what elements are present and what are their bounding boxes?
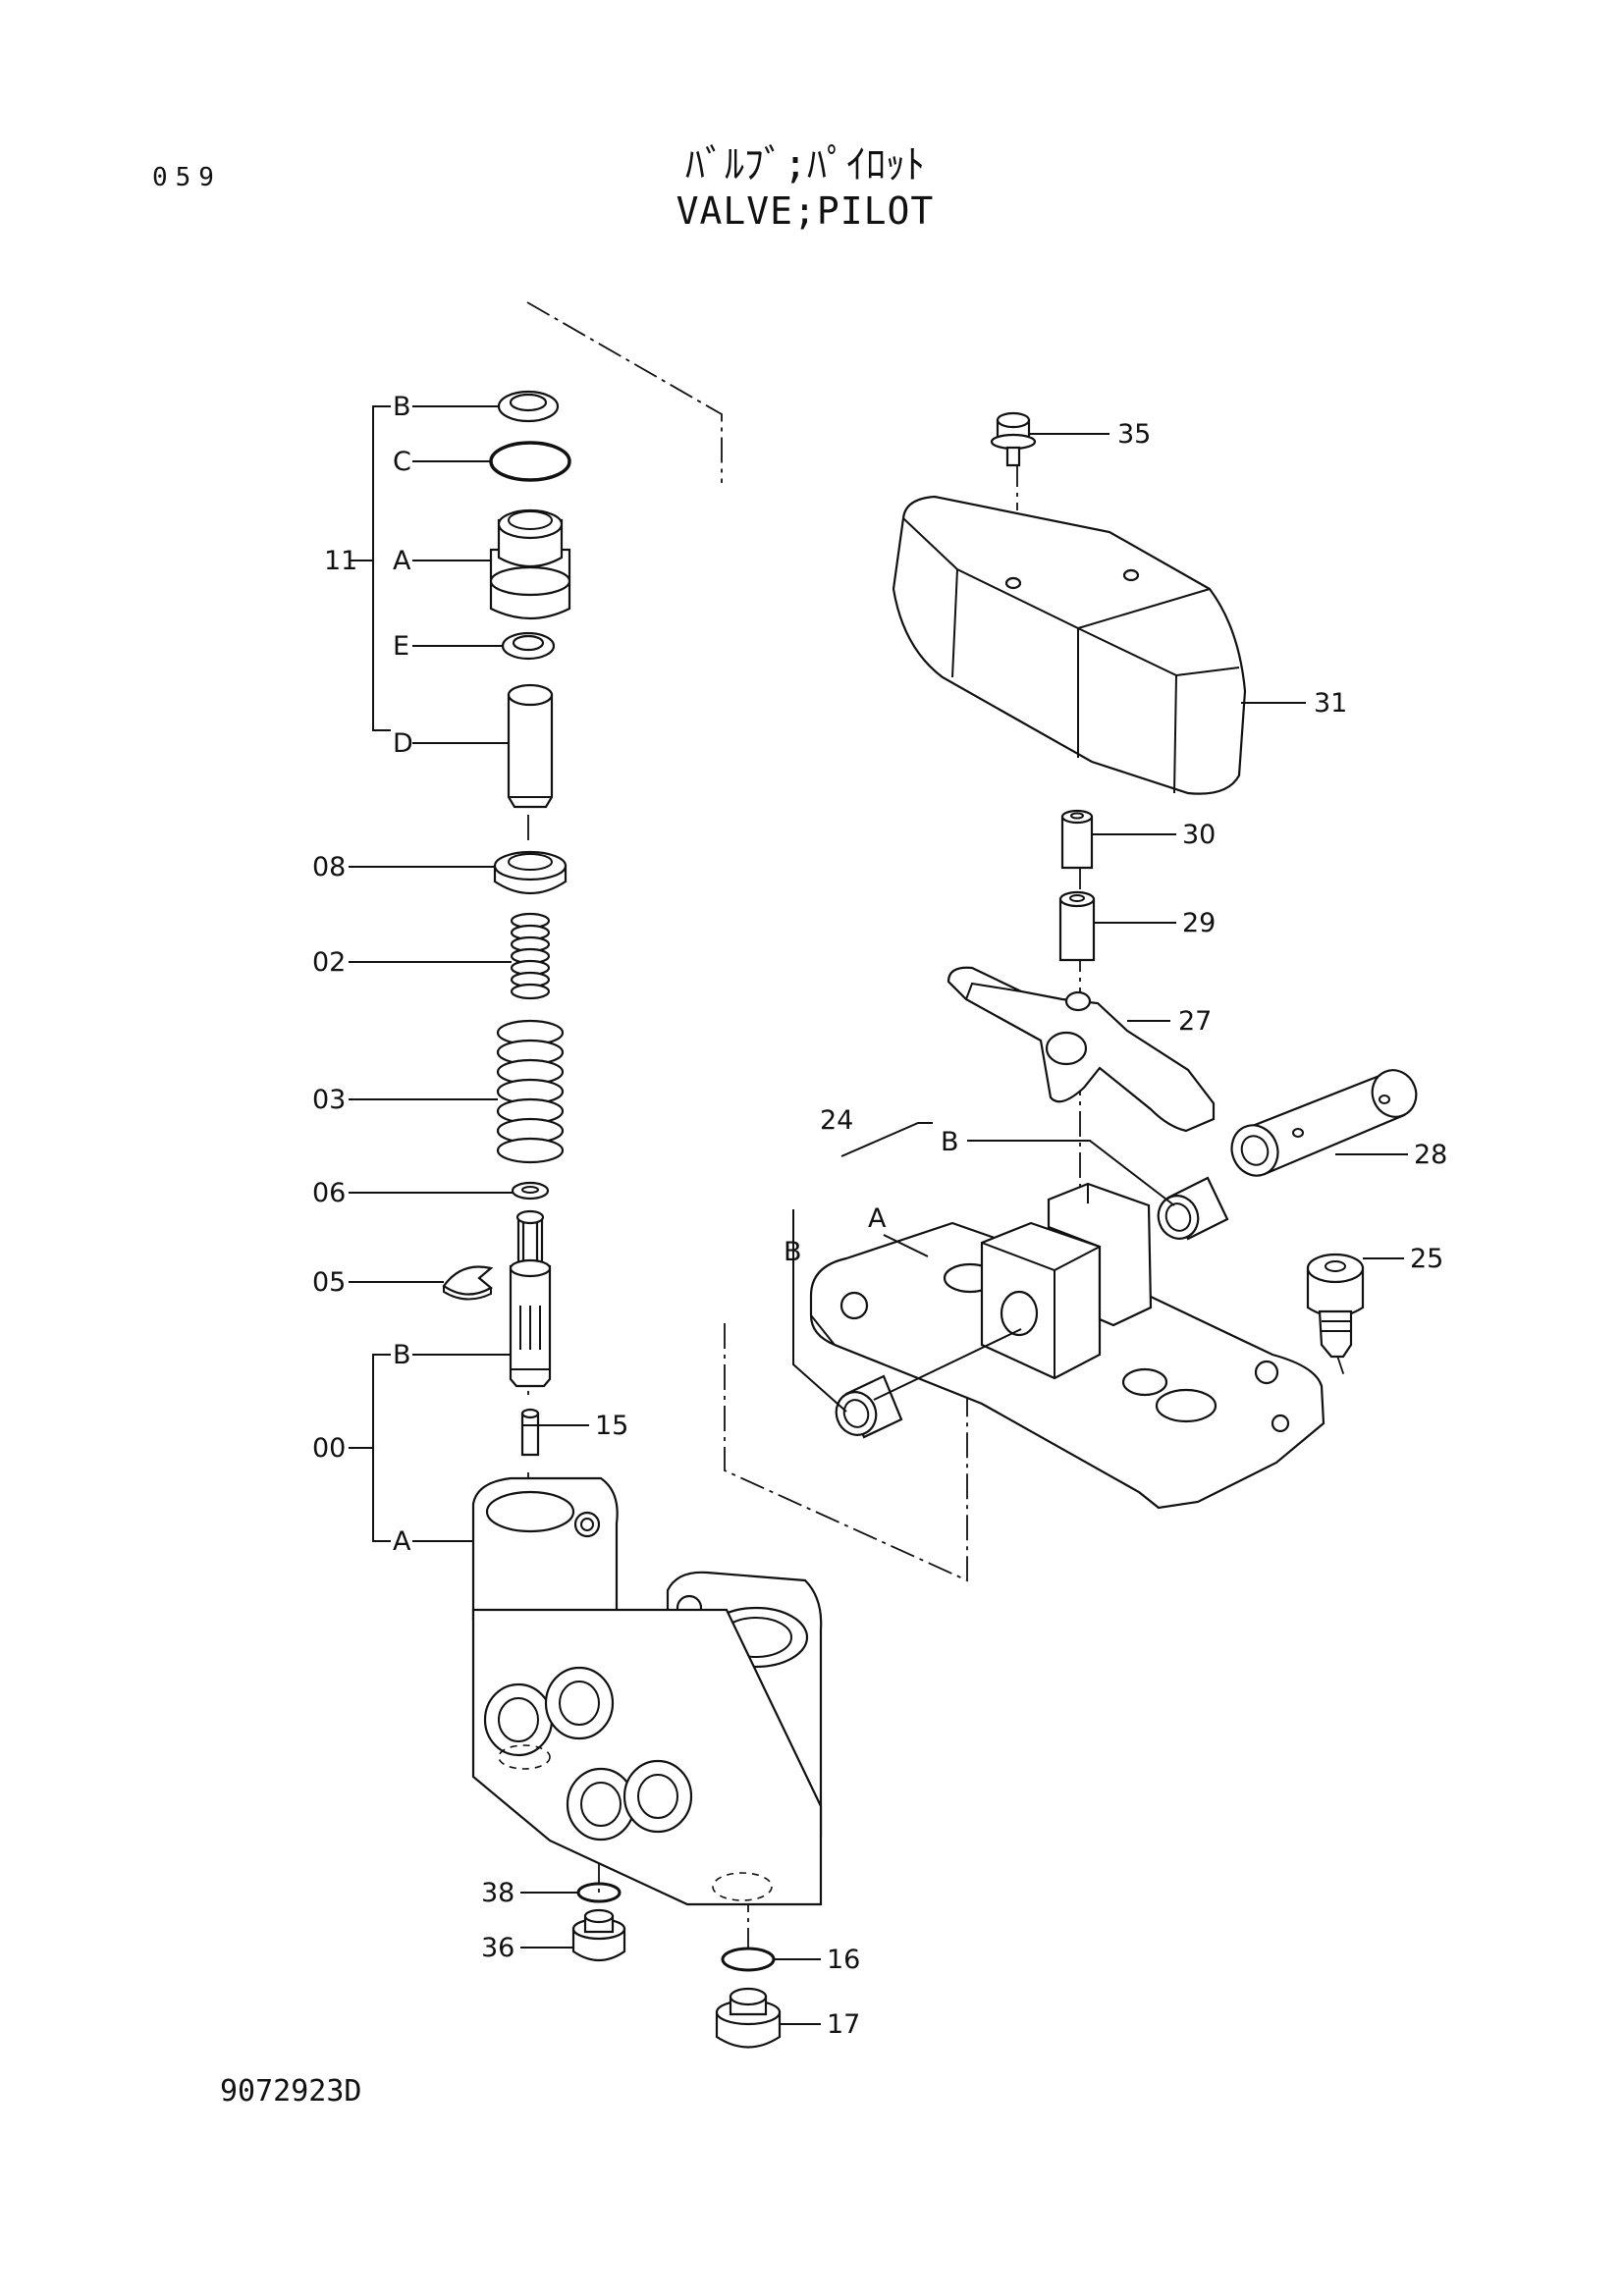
spring-seat-08	[493, 850, 568, 895]
callout-00a: A	[393, 1526, 411, 1557]
callout-29: 29	[1182, 908, 1216, 938]
seal-ring-11b	[497, 390, 560, 423]
seal-ring-11e	[501, 631, 556, 661]
part-00-bracket	[349, 1354, 391, 1542]
plug-17	[715, 1987, 782, 2049]
callout-00b: B	[393, 1340, 411, 1370]
callout-27: 27	[1178, 1006, 1212, 1037]
callout-06: 06	[312, 1178, 346, 1208]
bushing-11a	[489, 508, 571, 620]
title-japanese: ﾊﾞﾙﾌﾞ;ﾊﾟｲﾛｯﾄ	[684, 142, 926, 187]
callout-02: 02	[312, 947, 346, 978]
callout-24a: A	[868, 1203, 887, 1234]
callout-24b-top: B	[941, 1127, 959, 1157]
plug-36	[571, 1908, 626, 1962]
callout-31: 31	[1314, 688, 1347, 719]
bushing-24b-lower	[835, 1374, 903, 1439]
o-ring-16	[721, 1947, 776, 1972]
callout-00: 00	[312, 1433, 346, 1464]
bolt-35	[990, 411, 1037, 467]
socket-bolt-25	[1306, 1253, 1365, 1359]
lever-27	[947, 966, 1216, 1133]
callout-35: 35	[1117, 419, 1151, 450]
callout-08: 08	[312, 852, 346, 882]
callout-11: 11	[324, 546, 357, 576]
callout-36: 36	[481, 1933, 514, 1963]
bracket-24a	[809, 1182, 1325, 1510]
inner-spring-02	[510, 912, 551, 1000]
callout-labels: 11 B C A E D 08 02 03 06 05 00 B A 15 38…	[312, 392, 1447, 2040]
title-english: VALVE;PILOT	[676, 189, 935, 233]
leader-lines	[349, 405, 1408, 2025]
cover-31	[892, 495, 1247, 795]
drawing-number: 9072923D	[220, 2074, 362, 2109]
callout-05: 05	[312, 1267, 346, 1298]
washer-06	[511, 1181, 550, 1201]
plunger-11d	[507, 683, 554, 809]
callout-16: 16	[827, 1945, 860, 1975]
spool-00b	[509, 1209, 552, 1388]
pin-29	[1058, 890, 1096, 962]
page-number: 059	[152, 163, 222, 192]
o-ring-11c	[489, 441, 571, 482]
callout-15: 15	[595, 1411, 628, 1441]
callout-24b-left: B	[784, 1237, 802, 1267]
shaft-28	[1230, 1069, 1418, 1177]
part-11-bracket	[349, 405, 391, 731]
callout-11e: E	[393, 631, 409, 662]
pin-30	[1060, 809, 1094, 870]
valve-body-00a	[471, 1476, 823, 1906]
callout-03: 03	[312, 1085, 346, 1115]
callout-38: 38	[481, 1878, 514, 1908]
callout-11a: A	[393, 546, 411, 576]
callout-11b: B	[393, 392, 411, 422]
callout-17: 17	[827, 2009, 860, 2040]
retainer-clip-05	[442, 1265, 494, 1301]
callout-30: 30	[1182, 820, 1216, 850]
callout-28: 28	[1414, 1140, 1447, 1170]
callout-11c: C	[393, 447, 411, 477]
pin-15	[520, 1408, 540, 1457]
bushing-24b-upper	[1157, 1176, 1229, 1241]
callout-24: 24	[820, 1105, 853, 1136]
outer-spring-03	[496, 1019, 565, 1164]
callout-25: 25	[1410, 1244, 1443, 1274]
callout-11d: D	[393, 728, 413, 759]
